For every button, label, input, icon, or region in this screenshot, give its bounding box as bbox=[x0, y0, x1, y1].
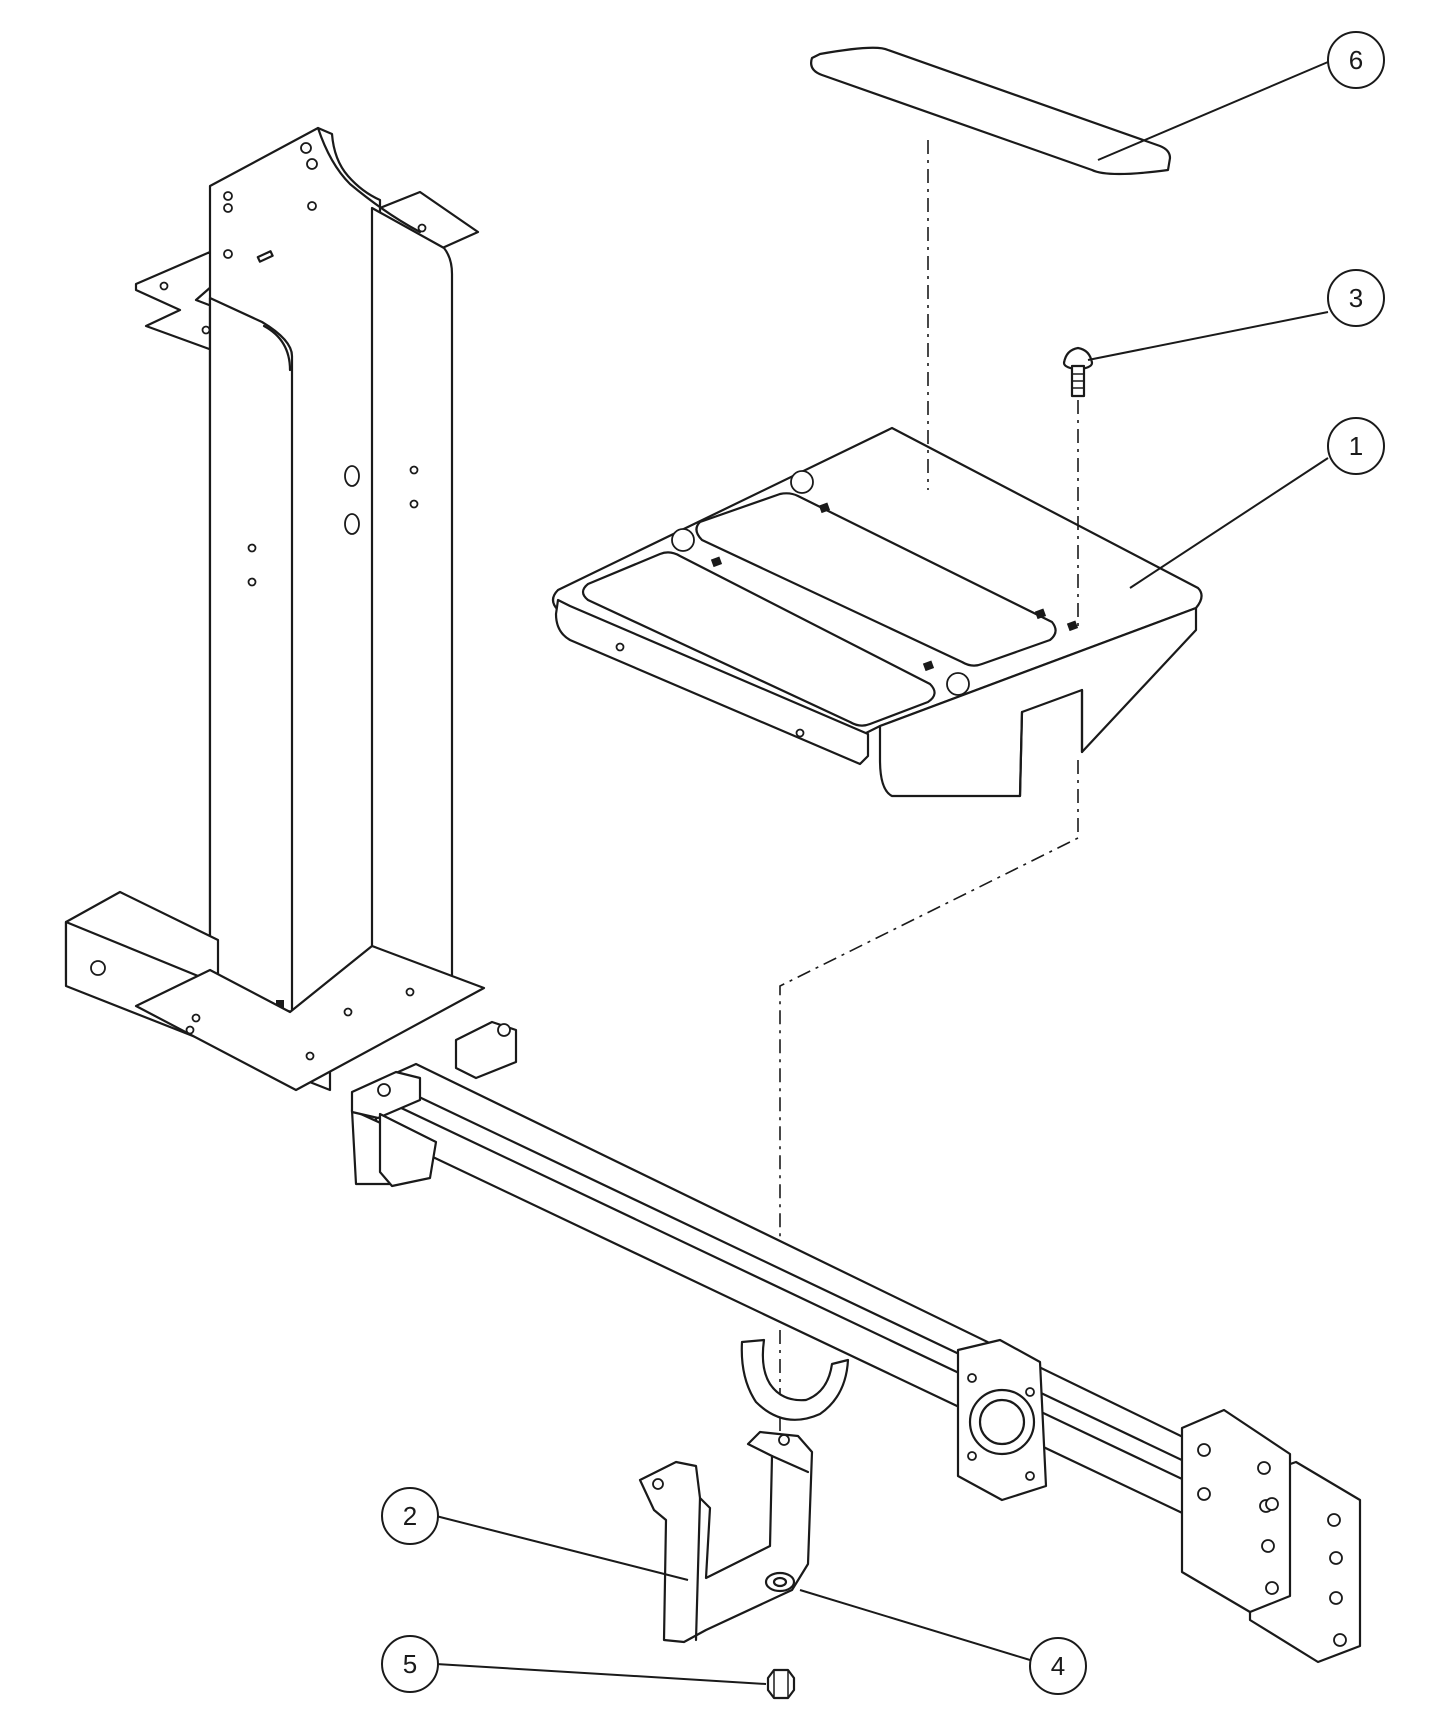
part-2-u-bracket bbox=[638, 1430, 814, 1644]
callout-6-label: 6 bbox=[1349, 45, 1363, 75]
callout-2: 2 bbox=[381, 1487, 439, 1545]
part-1-step-platform bbox=[551, 426, 1203, 798]
vertical-post bbox=[134, 126, 480, 1046]
callout-4: 4 bbox=[1029, 1637, 1087, 1695]
base-crossmember bbox=[64, 890, 486, 1092]
callout-5-label: 5 bbox=[403, 1649, 417, 1679]
callout-2-label: 2 bbox=[403, 1501, 417, 1531]
callout-6: 6 bbox=[1327, 31, 1385, 89]
part-3-carriage-bolt bbox=[1062, 346, 1094, 398]
part-6-pad bbox=[810, 46, 1172, 176]
callout-3: 3 bbox=[1327, 269, 1385, 327]
callout-leaders bbox=[435, 61, 1329, 1685]
callout-1: 1 bbox=[1327, 417, 1385, 475]
part-5-nut bbox=[766, 1668, 796, 1700]
receiver-beam bbox=[350, 1020, 1362, 1664]
part-4-washer bbox=[764, 1571, 796, 1593]
callout-1-label: 1 bbox=[1349, 431, 1363, 461]
callout-5: 5 bbox=[381, 1635, 439, 1693]
callout-3-label: 3 bbox=[1349, 283, 1363, 313]
callout-4-label: 4 bbox=[1051, 1651, 1065, 1681]
